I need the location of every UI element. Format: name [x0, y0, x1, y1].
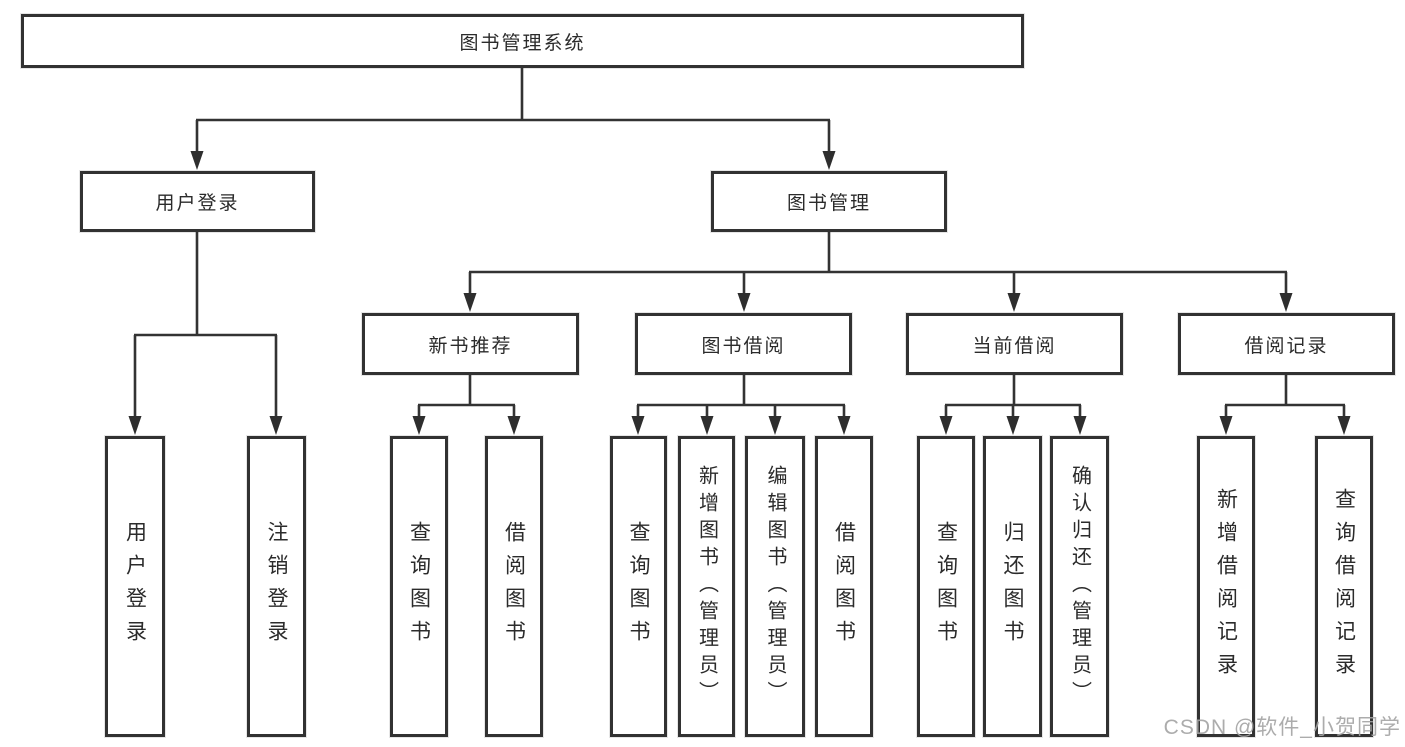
node-library-management-system: 图书管理系统	[21, 14, 1024, 68]
node-label: 图书借阅	[701, 335, 786, 357]
node-book-management: 图书管理	[711, 171, 947, 232]
node-new-book-recommendation: 新书推荐	[362, 313, 579, 375]
leaf-query-borrow-record: 查询借阅记录	[1315, 436, 1373, 737]
leaf-query-books: 查询图书	[610, 436, 667, 737]
leaf-label: 借阅图书	[832, 520, 856, 653]
leaf-label: 新增图书（管理员）	[695, 465, 718, 708]
leaf-label: 新增借阅记录	[1214, 487, 1238, 686]
leaf-logout: 注销登录	[247, 436, 306, 737]
leaf-label: 查询借阅记录	[1332, 487, 1356, 686]
leaf-label: 注销登录	[265, 520, 288, 653]
node-borrowing-records: 借阅记录	[1178, 313, 1395, 375]
node-label: 当前借阅	[972, 335, 1057, 357]
leaf-label: 查询图书	[627, 520, 650, 653]
leaf-query-books: 查询图书	[390, 436, 448, 737]
leaf-edit-books-admin: 编辑图书（管理员）	[745, 436, 805, 737]
node-label: 新书推荐	[428, 335, 513, 357]
leaf-add-books-admin: 新增图书（管理员）	[678, 436, 735, 737]
leaf-label: 查询图书	[934, 520, 958, 653]
node-book-borrowing: 图书借阅	[635, 313, 852, 375]
leaf-borrow-books: 借阅图书	[815, 436, 873, 737]
node-label: 用户登录	[155, 193, 240, 214]
leaf-label: 查询图书	[407, 520, 431, 653]
node-label: 借阅记录	[1244, 335, 1329, 357]
leaf-user-login: 用户登录	[105, 436, 165, 737]
node-label: 图书管理系统	[459, 32, 586, 54]
node-label: 图书管理	[786, 193, 871, 214]
leaf-label: 归还图书	[1001, 520, 1024, 653]
leaf-label: 编辑图书（管理员）	[764, 465, 786, 708]
csdn-watermark: CSDN @软件_小贺同学	[1163, 716, 1401, 739]
node-current-borrowing: 当前借阅	[906, 313, 1123, 375]
leaf-add-borrow-record: 新增借阅记录	[1197, 436, 1255, 737]
leaf-borrow-books: 借阅图书	[485, 436, 543, 737]
leaf-confirm-return-admin: 确认归还（管理员）	[1050, 436, 1109, 737]
leaf-label: 确认归还（管理员）	[1068, 465, 1091, 708]
node-user-login: 用户登录	[80, 171, 315, 232]
leaf-query-books: 查询图书	[917, 436, 975, 737]
leaf-label: 用户登录	[123, 520, 147, 653]
leaf-return-books: 归还图书	[983, 436, 1042, 737]
leaf-label: 借阅图书	[502, 520, 526, 653]
